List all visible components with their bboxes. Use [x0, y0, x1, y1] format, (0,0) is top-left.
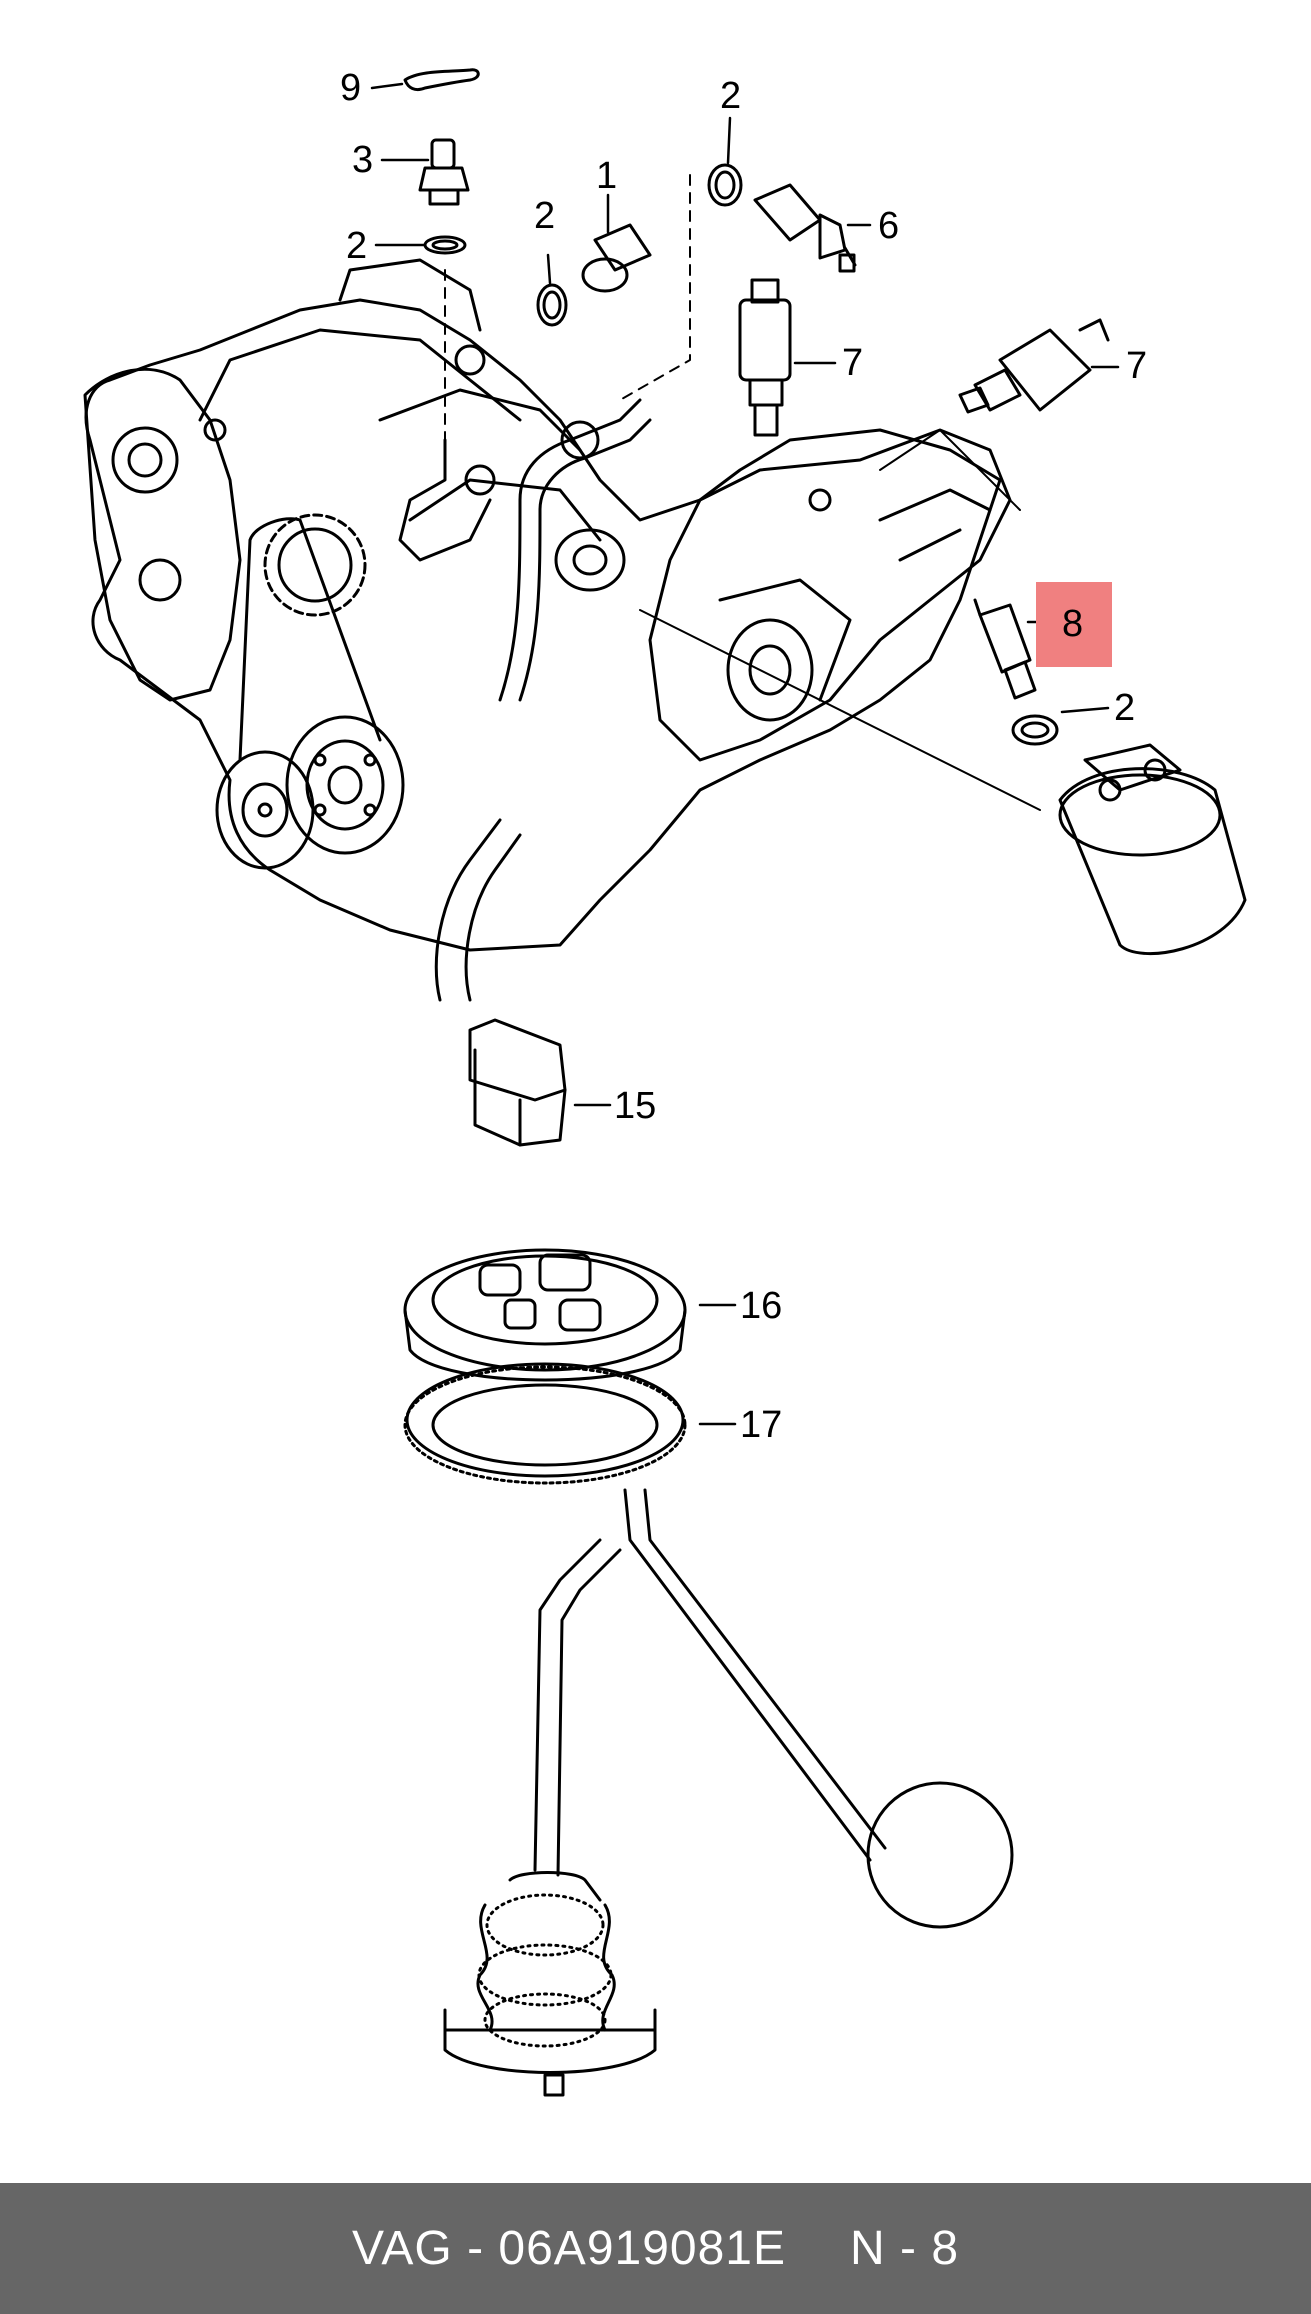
callout-2-center: 2 — [534, 195, 555, 237]
part-2-washer-d — [1011, 714, 1059, 746]
callout-7-left: 7 — [842, 342, 863, 384]
part-number-banner: VAG - 06A919081E N - 8 — [0, 2183, 1311, 2314]
callout-6: 6 — [878, 205, 899, 247]
part-3-sensor — [418, 138, 470, 206]
callout-9: 9 — [340, 67, 361, 109]
part-7-sensor-b — [958, 318, 1110, 414]
callout-2-left: 2 — [346, 225, 367, 267]
callout-8: 8 — [1062, 603, 1083, 645]
part-8-oil-pressure-switch — [973, 598, 1037, 700]
parts-diagram: 9 3 2 2 1 2 6 7 7 8 2 15 16 17 — [83, 67, 1247, 2097]
callout-highlight — [1036, 582, 1112, 667]
part-2-washer-a — [423, 235, 467, 255]
callout-2-right: 2 — [1114, 687, 1135, 729]
part-2-washer-b — [536, 283, 568, 327]
part-1-sender — [581, 223, 652, 293]
diagram-position: N - 8 — [850, 2222, 960, 2275]
engine-block — [83, 174, 1041, 1002]
callout-15: 15 — [614, 1085, 656, 1127]
callout-7-right: 7 — [1126, 345, 1147, 387]
part-15-relay — [468, 1018, 567, 1147]
part-7-sensor-a — [738, 278, 792, 437]
callout-1: 1 — [596, 155, 617, 197]
part-number: VAG - 06A919081E — [351, 2222, 787, 2275]
callout-17: 17 — [740, 1404, 782, 1446]
callout-16: 16 — [740, 1285, 782, 1327]
part-9-clip — [403, 68, 480, 92]
oil-filter — [1058, 743, 1247, 956]
callout-3: 3 — [352, 139, 373, 181]
callout-2-top: 2 — [720, 75, 741, 117]
fuel-sender-unit — [403, 1248, 1014, 2097]
part-2-washer-c — [707, 163, 743, 207]
callout-labels: 9 3 2 2 1 2 6 7 7 8 2 15 16 17 — [340, 67, 1147, 1446]
leader-lines — [370, 82, 1120, 1426]
part-6-sensor — [753, 183, 857, 273]
